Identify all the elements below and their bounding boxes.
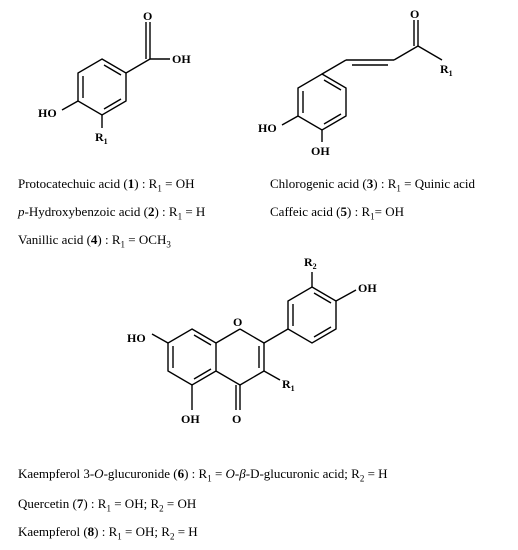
atom-o-4: O [232, 412, 241, 426]
caption-chlorogenic-acid: Chlorogenic acid (3) : R1 = Quinic acid [270, 176, 475, 194]
atom-ho: HO [38, 106, 57, 120]
cinnamic-structure: O R1 HO OH [258, 7, 453, 158]
caption-kaempferol: Kaempferol (8) : R1 = OH; R2 = H [18, 524, 198, 542]
atom-r1: R1 [282, 377, 295, 393]
atom-oh-4prime: OH [358, 281, 377, 295]
atom-oh-5: OH [181, 412, 200, 426]
benzoic-acid-structure: O OH HO R1 [38, 9, 191, 146]
caption-protocatechuic-acid: Protocatechuic acid (1) : R1 = OH [18, 176, 195, 194]
atom-o-carbonyl: O [143, 9, 152, 23]
atom-oh-acid: OH [172, 52, 191, 66]
caption-quercetin: Quercetin (7) : R1 = OH; R2 = OH [18, 496, 197, 514]
atom-o-ring: O [233, 315, 242, 329]
flavonol-structure: R2 OH HO O R1 OH O [127, 255, 377, 426]
atom-r2: R2 [304, 255, 317, 271]
atom-o-carbonyl: O [410, 7, 419, 21]
atom-ho-7: HO [127, 331, 146, 345]
atom-r1: R1 [95, 130, 108, 146]
caption-kaempferol-glucuronide: Kaempferol 3-O-glucuronide (6) : R1 = O-… [18, 466, 388, 484]
atom-oh: OH [311, 144, 330, 158]
caption-vanillic-acid: Vanillic acid (4) : R1 = OCH3 [18, 232, 171, 250]
atom-r1: R1 [440, 62, 453, 78]
atom-ho: HO [258, 121, 277, 135]
caption-caffeic-acid: Caffeic acid (5) : R1= OH [270, 204, 404, 222]
caption-hydroxybenzoic-acid: p-Hydroxybenzoic acid (2) : R1 = H [18, 204, 206, 222]
